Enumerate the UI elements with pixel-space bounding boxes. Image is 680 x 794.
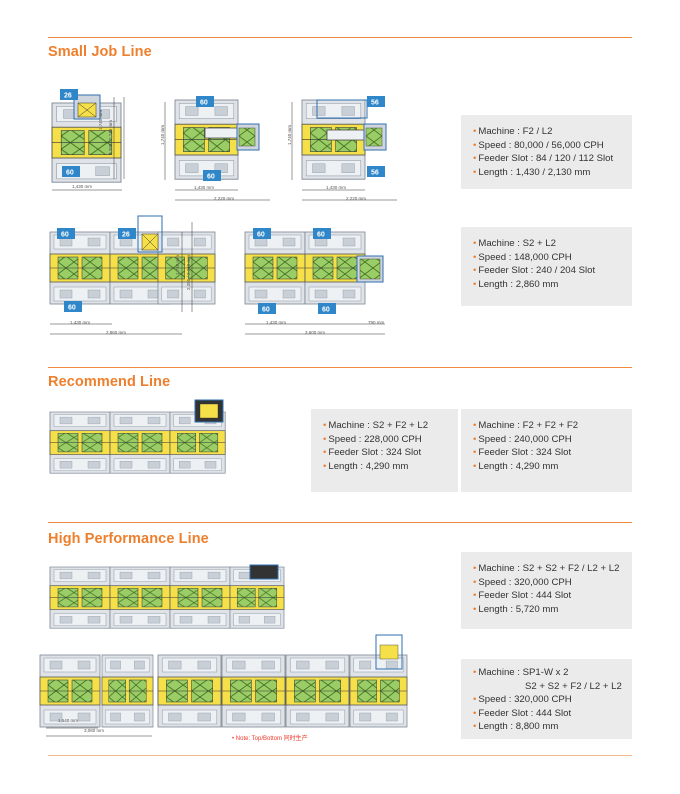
spec-box-high-perf-1: •Machine : S2 + S2 + F2 / L2 + L2 •Speed… (461, 552, 632, 629)
badge-f1-bot-text: 60 (66, 170, 74, 177)
dim-label: 3,080 mm (84, 728, 105, 733)
spec-line: •Machine : SP1-W x 2 (473, 667, 569, 678)
diagram-recommend (49, 399, 226, 474)
badge-f5-b (313, 228, 331, 239)
badge-f4-b-text: 26 (122, 232, 130, 239)
badge-f1-bot (62, 166, 80, 177)
spec-box-small-2: •Machine : S2 + L2 •Speed : 148,000 CPH … (461, 227, 632, 306)
badge-f1-top-text: 26 (64, 93, 72, 100)
spec-line: •Machine : S2 + F2 + L2 (323, 420, 429, 431)
dim-label: 1,430 mm (70, 320, 91, 325)
badge-f3-top-text: 56 (371, 100, 379, 107)
dim-label: 2,220 mm (346, 196, 367, 201)
badge-f4-a (57, 228, 75, 239)
spec-line: •Feeder Slot : 84 / 120 / 112 Slot (473, 153, 614, 165)
dim-label-vertical: 1,740 mm (98, 109, 103, 130)
badge-f2-top (196, 96, 214, 107)
spec-line: •Machine : F2 / L2 (473, 126, 553, 137)
dim-label: 1,540 mm (58, 718, 79, 723)
badge-f5-b-text: 60 (317, 232, 325, 239)
dim-label: 1,430 mm (194, 185, 215, 190)
spec-line: •Speed : 80,000 / 56,000 CPH (473, 139, 604, 151)
diagram-high-perf-2 (39, 634, 408, 737)
diagram-s2-l2-a (49, 215, 216, 335)
spec-line: •Length : 5,720 mm (473, 603, 559, 615)
dim-label: 2,220 mm (214, 196, 235, 201)
spec-line: •Feeder Slot : 324 Slot (473, 447, 572, 459)
bottom-rule (48, 755, 632, 756)
badge-f3-bot (367, 166, 385, 177)
badge-f5-c-text: 60 (262, 307, 270, 314)
spec-line: •Feeder Slot : 444 Slot (473, 707, 572, 719)
diagram-high-perf-1 (49, 564, 285, 629)
badge-f4-c (64, 301, 82, 312)
badge-f1-top (60, 89, 78, 100)
spec-line: •Machine : F2 + F2 + F2 (473, 420, 579, 431)
spec-box-high-perf-2: •Machine : SP1-W x 2 S2 + S2 + F2 / L2 +… (461, 659, 632, 739)
badge-f2-bot (203, 170, 221, 181)
dim-label: 1,430 mm (72, 184, 93, 189)
spec-line: •Speed : 148,000 CPH (473, 251, 572, 263)
dim-label: 3,600 mm (305, 330, 326, 335)
spec-line: •Feeder Slot : 444 Slot (473, 590, 572, 602)
spec-line: •Feeder Slot : 324 Slot (323, 447, 422, 459)
badge-f5-d-text: 60 (322, 307, 330, 314)
spec-line: •Speed : 320,000 CPH (473, 694, 572, 706)
spec-line: •Length : 8,800 mm (473, 721, 559, 733)
badge-f3-bot-text: 56 (371, 170, 379, 177)
spec-line: •Feeder Slot : 240 / 204 Slot (473, 265, 596, 277)
diagram-f2 (51, 94, 125, 191)
diagram-l2-a (164, 99, 270, 201)
dim-label-vertical: 2,380 / 2,240 mm (108, 119, 113, 155)
dim-label-vertical: 1,740 mm (160, 124, 165, 145)
spec-line: •Speed : 228,000 CPH (323, 433, 422, 445)
badge-f3-top (367, 96, 385, 107)
spec-line: •Length : 4,290 mm (473, 460, 559, 472)
top-rule (48, 37, 632, 38)
badge-f2-top-text: 60 (200, 100, 208, 107)
dim-label: 1,430 mm (326, 185, 347, 190)
spec-line: •Speed : 240,000 CPH (473, 433, 572, 445)
badge-f5-a-text: 60 (257, 232, 265, 239)
spec-line: •Length : 2,860 mm (473, 278, 559, 290)
section-title-recommend: Recommend Line (48, 374, 171, 390)
spec-box-recommend-2: •Machine : F2 + F2 + F2 •Speed : 240,000… (461, 409, 632, 492)
badge-f5-a (253, 228, 271, 239)
badge-f4-c-text: 60 (68, 305, 76, 312)
section-title-small-job: Small Job Line (48, 44, 152, 60)
production-note: • Note: Top/Bottom 同时生产 (232, 736, 308, 742)
spec-box-small-1: •Machine : F2 / L2 •Speed : 80,000 / 56,… (461, 115, 632, 189)
badge-f4-a-text: 60 (61, 232, 69, 239)
spec-line: S2 + S2 + F2 / L2 + L2 (525, 680, 622, 692)
rule-recommend (48, 367, 632, 368)
badge-f5-c (258, 303, 276, 314)
spec-line: •Length : 1,430 / 2,130 mm (473, 166, 591, 178)
dim-label-vertical: 2,380 / 2,240 mm (186, 254, 191, 290)
badge-f2-bot-text: 60 (207, 174, 215, 181)
dim-label: 1,430 mm (266, 320, 287, 325)
dim-label: 2,860 mm (106, 330, 127, 335)
badge-f4-b (118, 228, 136, 239)
section-title-high-perf: High Performance Line (48, 531, 209, 547)
spec-line: •Speed : 320,000 CPH (473, 576, 572, 588)
spec-line: •Machine : S2 + S2 + F2 / L2 + L2 (473, 563, 620, 574)
dim-label: 790 mm (368, 320, 385, 325)
badge-f5-d (318, 303, 336, 314)
spec-line: •Length : 4,290 mm (323, 460, 409, 472)
spec-line: •Machine : S2 + L2 (473, 238, 556, 249)
diagram-s2-l2-b (244, 231, 385, 335)
rule-high-perf (48, 522, 632, 523)
dim-label-vertical: 1,740 mm (287, 124, 292, 145)
spec-box-recommend-1: •Machine : S2 + F2 + L2 •Speed : 228,000… (311, 409, 458, 492)
diagram-l2-b (291, 99, 397, 201)
dim-label-vertical: 1,740 mm (175, 254, 180, 275)
